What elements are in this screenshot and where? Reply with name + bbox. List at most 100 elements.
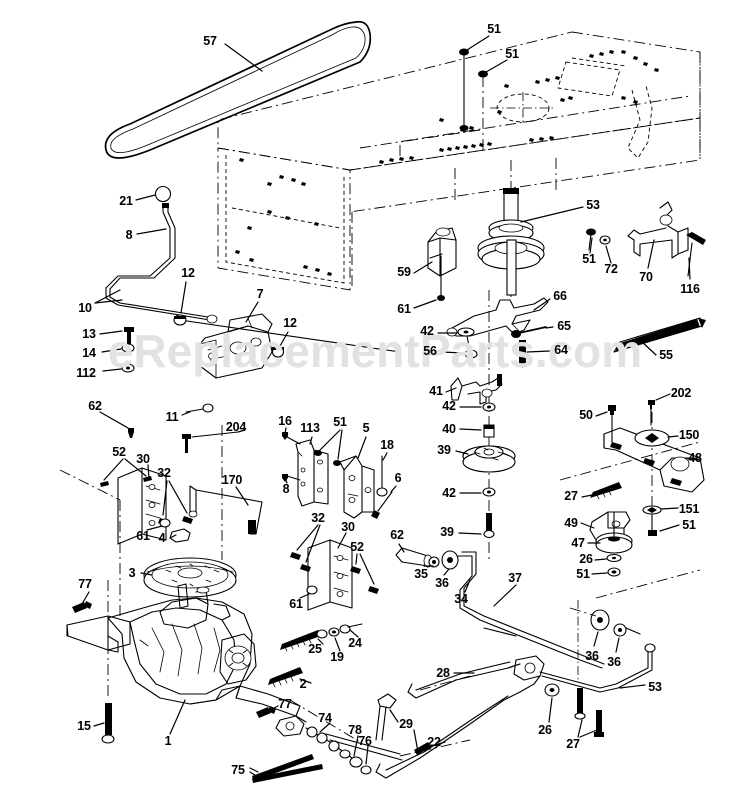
callout-rod: 34 xyxy=(454,591,468,606)
callout-shift-plate: 5 xyxy=(362,420,370,435)
callout-key: 4 xyxy=(158,530,166,545)
callout-nut: 36 xyxy=(607,654,621,669)
callout-spacer: 62 xyxy=(390,527,404,542)
callout-knob: 21 xyxy=(119,193,133,208)
callout-bolt: 51 xyxy=(682,517,696,532)
callout-washer: 14 xyxy=(82,345,96,360)
callout-lever-link: 10 xyxy=(78,300,92,315)
bolt-202 xyxy=(648,400,655,426)
callout-bolt: 27 xyxy=(564,488,578,503)
belt-keeper-59 xyxy=(427,227,457,301)
callout-washer: 151 xyxy=(678,501,700,516)
spacer-62-mid xyxy=(395,547,433,568)
bolt-50 xyxy=(608,405,616,443)
callout-lever-rod: 8 xyxy=(125,227,133,242)
callout-bracket: 30 xyxy=(136,451,150,466)
nut-61-left xyxy=(159,518,171,528)
bolt-52-left xyxy=(100,476,152,487)
left-bracket-30 xyxy=(59,467,167,620)
callout-pulley-shaft: 53 xyxy=(586,197,600,212)
callout-pulley: 39 xyxy=(437,442,451,457)
callout-lock-washer: 112 xyxy=(76,365,96,380)
callout-grease-fitting: 77 xyxy=(278,696,292,711)
callout-retainer-clip: 41 xyxy=(429,383,443,398)
shift-lever-8 xyxy=(105,203,218,324)
key-4 xyxy=(169,528,191,543)
spacer-40 xyxy=(483,424,495,438)
callout-washer: 35 xyxy=(414,566,428,581)
bolt-51-brackets xyxy=(314,450,341,466)
callout-bracket: 49 xyxy=(564,515,578,530)
callout-bolt: 51 xyxy=(487,21,501,36)
callout-pulley: 47 xyxy=(571,535,585,550)
bolt-27-lower xyxy=(574,688,604,737)
shaft-55 xyxy=(613,317,706,353)
washer-26-lower xyxy=(544,683,560,697)
bolt-51-bottom-right xyxy=(648,530,657,536)
washer-151 xyxy=(642,505,662,531)
rod-170 xyxy=(188,485,263,535)
callout-roll-pin: 65 xyxy=(557,318,571,333)
callout-link: 74 xyxy=(318,710,332,725)
bushing-12-right xyxy=(271,346,285,358)
grease-fitting-77-right xyxy=(256,706,276,718)
callout-pin: 24 xyxy=(348,635,362,650)
callout-pin-set: 75 xyxy=(231,762,245,777)
callout-bushing: 12 xyxy=(181,265,195,280)
callout-nut: 36 xyxy=(435,575,449,590)
callout-drive-belt: 57 xyxy=(203,33,217,48)
callout-washer: 26 xyxy=(579,551,593,566)
callout-bracket: 30 xyxy=(341,519,355,534)
callout-pin: 6 xyxy=(394,470,402,485)
bracket-30-lower xyxy=(307,539,353,611)
spring-25 xyxy=(280,629,328,652)
callout-nut: 61 xyxy=(136,528,150,543)
callout-nut: 39 xyxy=(440,524,454,539)
callout-brake-rod: 28 xyxy=(436,665,450,680)
bolt-32-lower xyxy=(290,552,311,572)
center-pulley-53 xyxy=(477,160,545,300)
nut-36-mid xyxy=(441,550,459,570)
washer-150 xyxy=(634,429,670,447)
spring-2 xyxy=(268,667,303,688)
callout-washer: 42 xyxy=(442,485,456,500)
callout-bolt: 51 xyxy=(582,251,596,266)
callout-bolt: 52 xyxy=(112,444,126,459)
callout-washer: 42 xyxy=(420,323,434,338)
callout-washer: 42 xyxy=(442,398,456,413)
callout-bracket: 70 xyxy=(639,269,653,284)
callout-rod: 37 xyxy=(508,570,522,585)
pin-18 xyxy=(376,455,388,497)
idler-pulley-39 xyxy=(462,445,516,473)
callout-bolt: 204 xyxy=(225,419,247,434)
callout-bolt: 51 xyxy=(333,414,347,429)
callout-bolt: 202 xyxy=(670,385,692,400)
washer-14 xyxy=(121,343,135,353)
callout-rod: 170 xyxy=(221,472,243,487)
callout-grease-fitting: 77 xyxy=(78,576,92,591)
callout-bolt: 27 xyxy=(566,736,580,751)
nut-36-right-b xyxy=(613,623,641,637)
pin-11 xyxy=(185,403,214,413)
lock-washer-112 xyxy=(121,363,135,373)
callout-washer: 150 xyxy=(678,427,700,442)
bolt-16 xyxy=(282,432,301,445)
callout-nut: 36 xyxy=(585,648,599,663)
bolt-13 xyxy=(124,327,134,344)
pulley-47 xyxy=(595,511,633,554)
bracket-70 xyxy=(627,201,689,259)
brake-linkage xyxy=(375,643,656,779)
callout-transaxle-pulley: 3 xyxy=(128,565,136,580)
deck-hole-marks xyxy=(235,50,659,276)
link-74-assembly xyxy=(252,699,471,783)
shift-plate-5 xyxy=(339,455,375,519)
callout-bracket: 48 xyxy=(688,450,702,465)
callout-spring-pin: 116 xyxy=(680,281,700,296)
nut-39-lower xyxy=(483,513,495,539)
callout-bolt: 32 xyxy=(157,465,171,480)
callout-nut: 61 xyxy=(289,596,303,611)
washer-42-upper xyxy=(457,327,475,337)
pin-24 xyxy=(339,623,363,634)
washer-72 xyxy=(599,235,611,245)
